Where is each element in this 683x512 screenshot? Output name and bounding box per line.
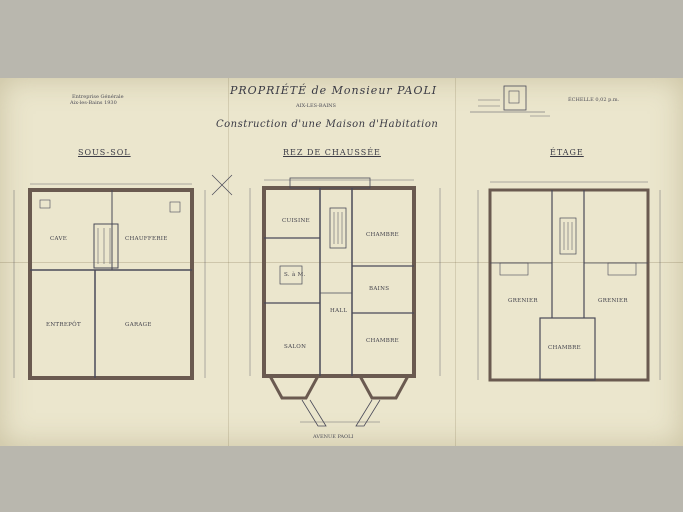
room-label-hall: HALL — [330, 308, 348, 314]
floor-label-ground: REZ DE CHAUSSÉE — [283, 148, 381, 157]
room-label-bains: BAINS — [369, 286, 390, 292]
room-label-chaufferie: CHAUFFERIE — [125, 236, 168, 242]
paper-fold-vertical — [228, 78, 229, 446]
location-label: AIX-LES-BAINS — [296, 103, 336, 109]
drawing-title: PROPRIÉTÉ de Monsieur PAOLI — [230, 84, 438, 97]
scale-label: ÉCHELLE 0,02 p.m. — [568, 97, 620, 103]
room-label-grenier-1: GRENIER — [508, 298, 538, 304]
compass-cross — [211, 174, 233, 196]
room-label-salon: SALON — [284, 344, 307, 350]
room-label-garage: GARAGE — [125, 322, 152, 328]
room-label-chambre: CHAMBRE — [548, 345, 581, 351]
room-label-cuisine: CUISINE — [282, 218, 310, 224]
room-label-chambre-1: CHAMBRE — [366, 232, 399, 238]
architect-line-1: Entreprise Générale — [72, 94, 124, 100]
paper-fold-horizontal — [0, 262, 683, 263]
drawing-subtitle: Construction d'une Maison d'Habitation — [216, 119, 439, 130]
site-plan-inset — [470, 85, 550, 117]
street-label: AVENUE PAOLI — [313, 434, 354, 440]
plan-upper-floor — [477, 181, 661, 382]
architect-line-2: Aix-les-Bains 1930 — [70, 100, 117, 106]
floor-plans-drawing — [13, 85, 661, 427]
room-label-grenier-2: GRENIER — [598, 298, 628, 304]
paper-fold-vertical — [455, 78, 456, 446]
room-label-salle: S. à M. — [284, 272, 306, 278]
room-label-entrepot: ENTREPÔT — [46, 322, 81, 328]
floor-label-basement: SOUS-SOL — [78, 148, 131, 157]
plan-basement — [13, 183, 206, 380]
plan-ground-floor — [249, 177, 441, 427]
floor-label-upper: ÉTAGE — [550, 148, 584, 157]
blueprint-sheet: PROPRIÉTÉ de Monsieur PAOLI AIX-LES-BAIN… — [0, 78, 683, 446]
room-label-chambre-2: CHAMBRE — [366, 338, 399, 344]
room-label-cave: CAVE — [50, 236, 68, 242]
